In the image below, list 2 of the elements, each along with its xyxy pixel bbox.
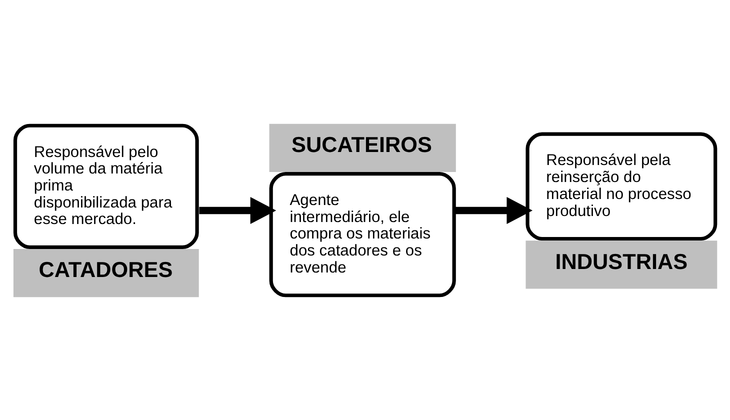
arrow bbox=[199, 196, 276, 224]
arrow bbox=[455, 196, 533, 224]
